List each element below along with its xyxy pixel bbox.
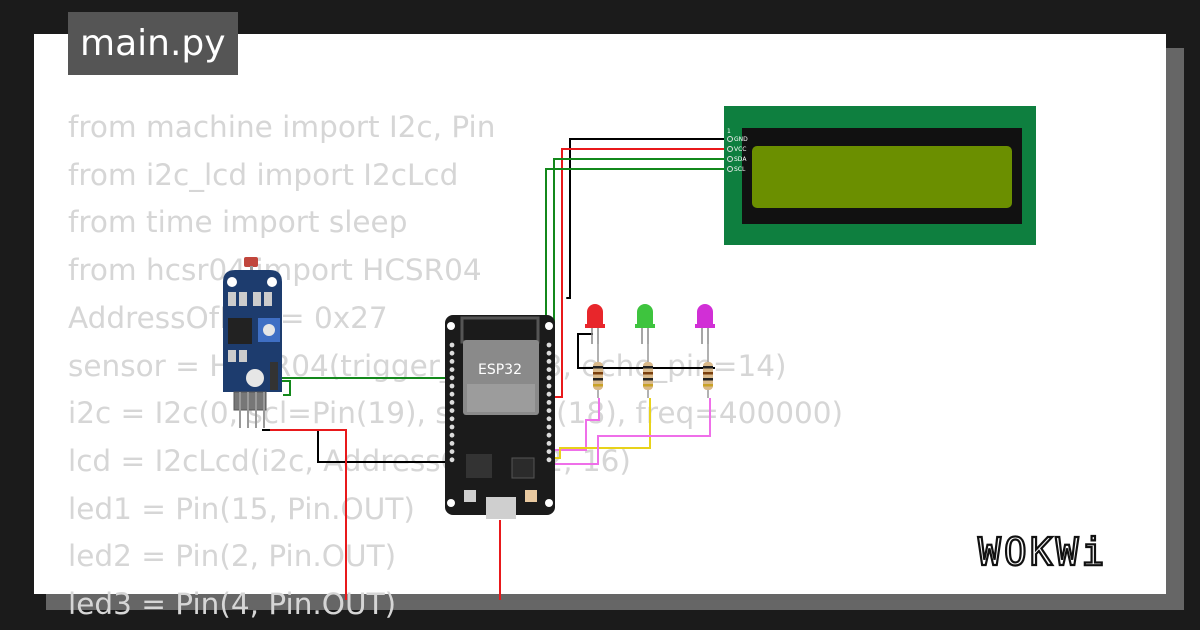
esp32-pin — [546, 408, 552, 413]
lcd-pin-label: VCC — [734, 146, 746, 153]
led-magenta-icon[interactable] — [695, 304, 715, 344]
code-line: from time import sleep — [68, 205, 408, 240]
wire-sda-green — [549, 158, 728, 403]
esp32-pin — [546, 350, 552, 356]
esp32-pin — [449, 359, 455, 364]
file-tab[interactable]: main.py — [68, 12, 238, 75]
wire-vcc-red — [553, 148, 728, 398]
esp32-pin — [546, 441, 552, 446]
esp32-pin — [449, 342, 455, 348]
esp32-left-pins — [449, 342, 455, 463]
lcd-screen — [752, 146, 1012, 208]
wire-led3-pink — [549, 398, 711, 465]
led-group — [585, 304, 715, 398]
esp32-pin — [449, 375, 455, 381]
esp32-pin — [546, 367, 552, 372]
code-line: led1 = Pin(15, Pin.OUT) — [68, 491, 415, 526]
lcd-pins: GND VCC SDA SCL — [727, 136, 748, 173]
esp32-pin — [546, 432, 552, 438]
esp32-board-icon[interactable]: ESP32 — [445, 315, 555, 519]
esp32-pin — [546, 400, 552, 405]
lcd-pin-label: SDA — [734, 156, 747, 163]
lcd-pin-number: 1 — [727, 128, 731, 135]
code-line: led3 = Pin(4, Pin.OUT) — [68, 587, 397, 622]
lcd-display-icon[interactable]: 1 GND VCC SDA SCL — [724, 106, 1036, 245]
esp32-pin — [449, 383, 455, 389]
esp32-pin — [546, 457, 552, 463]
esp32-pin — [449, 400, 455, 405]
esp32-pin — [546, 391, 552, 397]
wire-sensor-green-2 — [278, 380, 291, 396]
resistor-icon — [643, 344, 653, 398]
code-line: from machine import I2c, Pin — [68, 110, 496, 144]
sensor-module-icon[interactable] — [223, 257, 282, 428]
lcd-pin-hole — [727, 136, 733, 142]
esp32-pin — [449, 391, 455, 397]
wire-sensor-black — [262, 429, 445, 463]
file-tab-label: main.py — [80, 23, 226, 64]
esp32-pin — [546, 375, 552, 381]
wokwi-logo-icon: WOKWi — [977, 529, 1107, 575]
esp32-pin — [546, 359, 552, 364]
esp32-pin — [449, 367, 455, 372]
wire-gnd-black — [566, 138, 729, 299]
lcd-pin-hole — [727, 146, 733, 152]
wire-sensor-red — [270, 429, 347, 600]
wire-scl-green — [545, 168, 728, 411]
lcd-pin-label: GND — [734, 136, 748, 143]
esp32-pin — [546, 342, 552, 348]
code-line: from i2c_lcd import I2cLcd — [68, 157, 459, 192]
esp32-pin — [449, 457, 455, 463]
code-line: from hcsr04 import HCSR04 — [68, 253, 482, 288]
esp32-right-pins — [546, 342, 552, 463]
esp32-pin — [449, 350, 455, 356]
esp32-pin — [449, 416, 455, 422]
esp32-pin — [449, 408, 455, 413]
esp32-pin — [546, 416, 552, 422]
wire-led2-yellow — [549, 398, 651, 459]
resistor-icon — [593, 344, 603, 398]
lcd-pin-label: SCL — [734, 166, 746, 173]
esp32-pin — [546, 449, 552, 454]
code-line: led2 = Pin(2, Pin.OUT) — [68, 539, 397, 574]
esp32-pin — [449, 424, 455, 430]
wire-led1-pink — [549, 398, 600, 451]
resistor-icon — [703, 344, 713, 398]
esp32-pin — [546, 383, 552, 389]
brand-name: WOKWi — [978, 530, 1107, 574]
lcd-pin-hole — [727, 156, 733, 162]
esp32-pin — [546, 424, 552, 430]
esp32-pin — [449, 449, 455, 454]
esp32-label: ESP32 — [478, 362, 522, 378]
lcd-pin-hole — [727, 166, 733, 172]
led-green-icon[interactable] — [635, 304, 655, 344]
led-red-icon[interactable] — [585, 304, 605, 344]
esp32-pin — [449, 441, 455, 446]
esp32-pin — [449, 432, 455, 438]
